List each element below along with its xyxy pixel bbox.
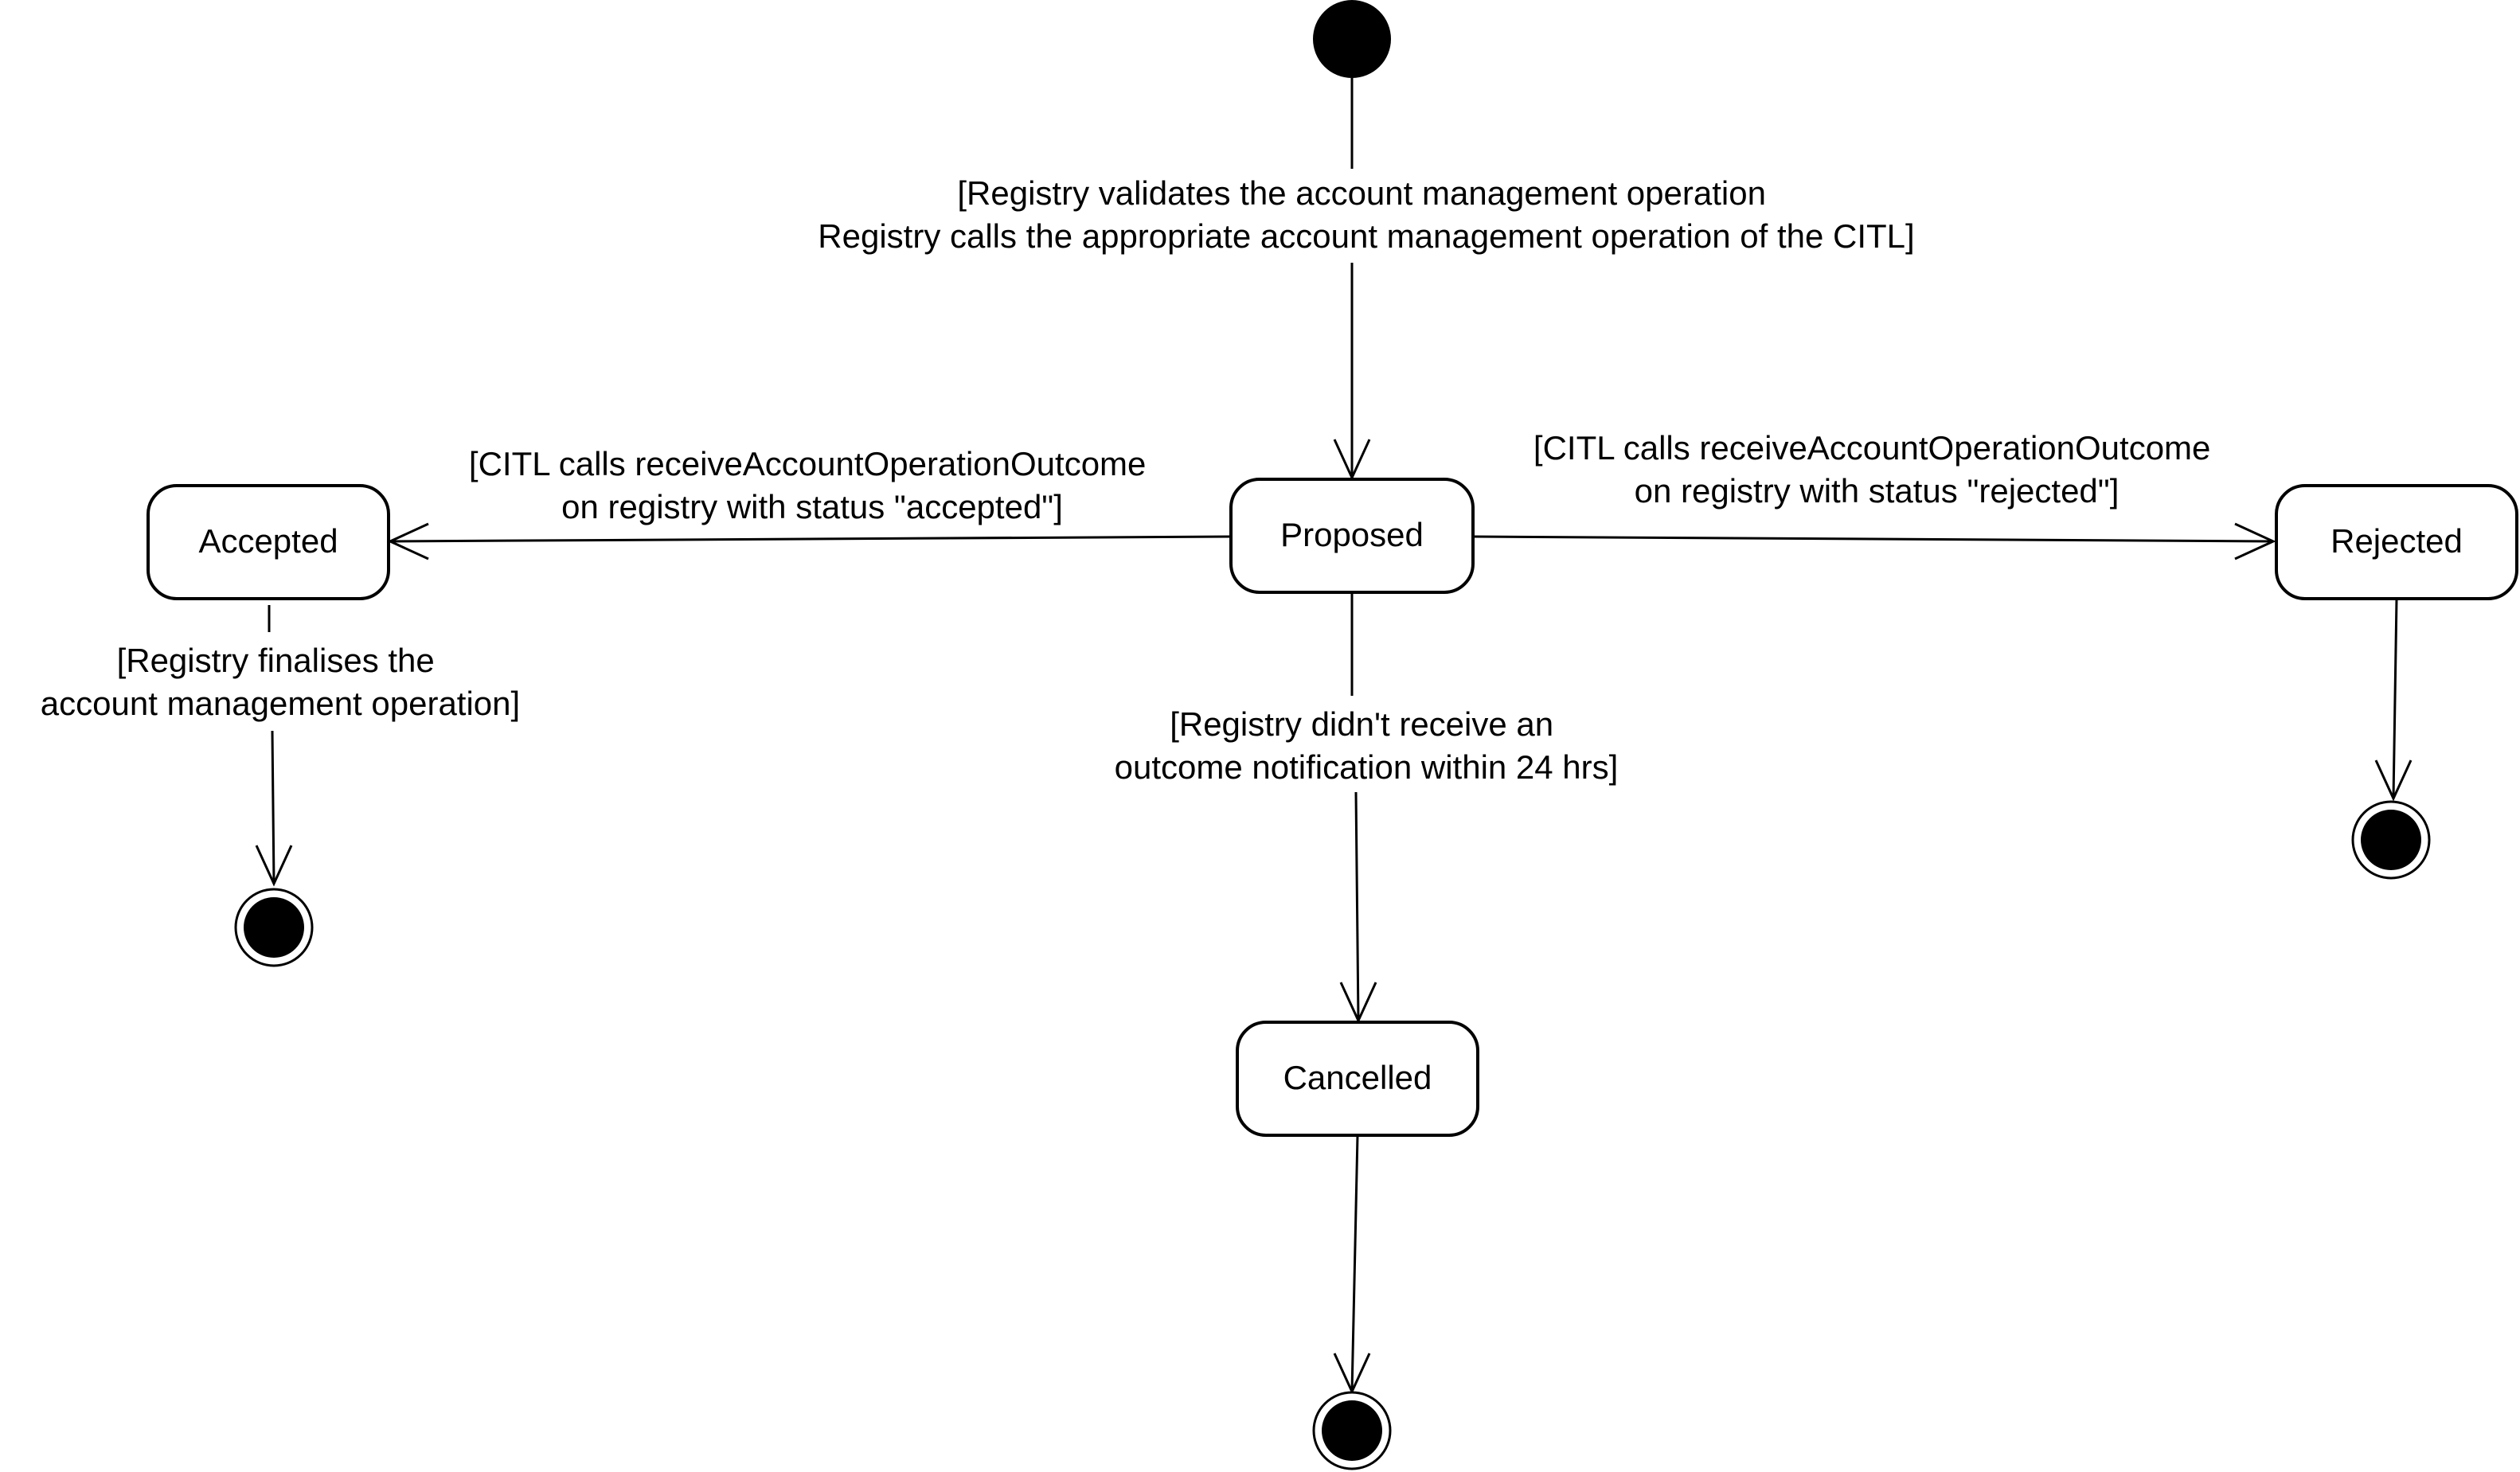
edge-proposed-to-accepted [387, 522, 1232, 560]
guard-rejected: [CITL calls receiveAccountOperationOutco… [1533, 429, 2220, 510]
guard-finalise-line-1: [Registry finalises the [117, 642, 435, 679]
guard-cancelled: [Registry didn't receive an outcome noti… [1115, 705, 1619, 786]
edge-rejected-to-final [2374, 598, 2413, 802]
final-node-rejected [2351, 800, 2431, 880]
state-rejected-label: Rejected [2331, 522, 2463, 560]
initial-node [1313, 0, 1391, 78]
guard-finalise: [Registry finalises the account manageme… [41, 642, 520, 722]
edge-proposed-to-rejected [1472, 522, 2276, 560]
state-rejected: Rejected [2275, 484, 2518, 600]
guard-rejected-line-2: on registry with status "rejected"] [1635, 472, 2120, 510]
final-node-accepted [234, 888, 314, 967]
arrowhead [2374, 759, 2413, 802]
final-node-cancelled [1312, 1391, 1392, 1470]
edge-proposed-to-cancelled [1339, 592, 1377, 1024]
arrowhead [255, 845, 293, 887]
state-cancelled-label: Cancelled [1283, 1059, 1432, 1096]
edge-accepted-to-final [255, 605, 293, 887]
guard-initial-line-2: Registry calls the appropriate account m… [818, 217, 1914, 255]
guard-accepted-line-1: [CITL calls receiveAccountOperationOutco… [469, 445, 1146, 482]
guard-initial-line-1: [Registry validates the account manageme… [957, 174, 1766, 212]
state-accepted-label: Accepted [198, 522, 338, 560]
guard-rejected-line-1: [CITL calls receiveAccountOperationOutco… [1533, 429, 2210, 467]
guard-cancelled-line-1: [Registry didn't receive an [1170, 705, 1553, 743]
state-cancelled: Cancelled [1236, 1021, 1479, 1137]
edge-initial-to-proposed [1333, 78, 1371, 481]
guard-initial: [Registry validates the account manageme… [818, 174, 1914, 255]
guard-accepted: [CITL calls receiveAccountOperationOutco… [469, 445, 1155, 525]
guard-finalise-line-2: account management operation] [41, 685, 520, 722]
edge-cancelled-to-final [1333, 1134, 1371, 1395]
guard-cancelled-line-2: outcome notification within 24 hrs] [1115, 748, 1619, 786]
arrowhead [2234, 522, 2276, 560]
state-proposed-label: Proposed [1280, 516, 1424, 553]
state-proposed: Proposed [1229, 478, 1475, 594]
state-accepted: Accepted [147, 484, 390, 600]
guard-accepted-line-2: on registry with status "accepted"] [561, 488, 1063, 525]
